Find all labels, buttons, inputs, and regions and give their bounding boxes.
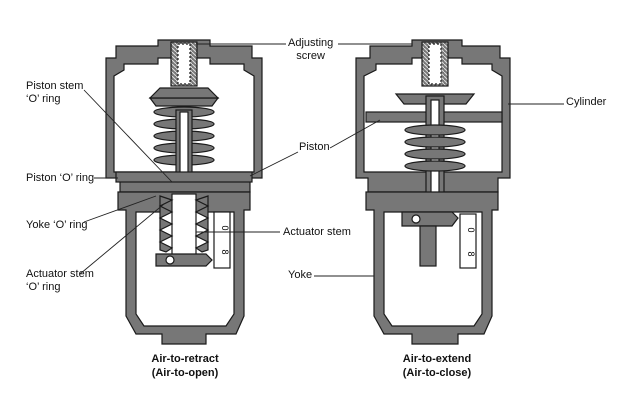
- leader-piston-stem-o-ring: [83, 89, 173, 183]
- leader-lines: [79, 43, 564, 277]
- left-scale-mark-2: 8: [220, 249, 230, 254]
- label-adjusting-screw: Adjusting screw: [288, 37, 333, 63]
- leader-yoke-o-ring: [83, 195, 157, 223]
- right-scale-mark-2: 8: [466, 251, 476, 256]
- label-piston-o-ring: Piston ‘O’ ring: [26, 172, 95, 184]
- right-scale-mark-1: 0: [466, 227, 476, 232]
- label-actuator-stem: Actuator stem: [283, 226, 351, 238]
- left-actuator-stem: [171, 193, 197, 257]
- leader-actuator-stem-o-ring: [79, 203, 165, 275]
- label-cylinder: Cylinder: [566, 96, 607, 108]
- leader-piston-left: [249, 151, 299, 177]
- right-spring: [404, 124, 466, 172]
- left-scale-mark-1: 0: [220, 225, 230, 230]
- label-yoke-o-ring: Yoke ‘O’ ring: [26, 219, 88, 231]
- right-yoke-window: [383, 211, 483, 327]
- right-stem-connector: [401, 211, 459, 227]
- left-travel-scale: [213, 211, 231, 269]
- left-actuator: [105, 39, 263, 345]
- label-actuator-stem-o-ring-line2: ‘O’ ring: [26, 281, 61, 293]
- right-actuator: [355, 39, 511, 345]
- leader-piston-right: [329, 119, 381, 149]
- caption-left-subtitle: (Air-to-open): [151, 367, 219, 379]
- label-piston-stem-o-ring-line1: Piston stem: [26, 80, 84, 92]
- right-travel-scale: [459, 213, 477, 269]
- caption-right-subtitle: (Air-to-close): [402, 367, 472, 379]
- caption-right: Air-to-extend (Air-to-close): [382, 352, 492, 380]
- label-piston-stem-o-ring-line2: ‘O’ ring: [26, 93, 61, 105]
- label-adjusting-screw-line2: screw: [296, 50, 325, 62]
- label-piston-stem-o-ring: Piston stem ‘O’ ring: [26, 80, 83, 106]
- caption-right-title: Air-to-extend: [402, 353, 472, 365]
- caption-left-title: Air-to-retract: [151, 353, 219, 365]
- label-actuator-stem-o-ring: Actuator stem ‘O’ ring: [26, 268, 94, 294]
- label-adjusting-screw-line1: Adjusting: [288, 37, 334, 49]
- left-stem-connector: [155, 253, 213, 267]
- label-actuator-stem-o-ring-line1: Actuator stem: [26, 268, 94, 280]
- left-spring-plate: [148, 97, 220, 107]
- caption-left: Air-to-retract (Air-to-open): [130, 352, 240, 380]
- label-piston: Piston: [299, 141, 330, 153]
- left-piston: [115, 171, 253, 183]
- label-yoke: Yoke: [288, 269, 313, 281]
